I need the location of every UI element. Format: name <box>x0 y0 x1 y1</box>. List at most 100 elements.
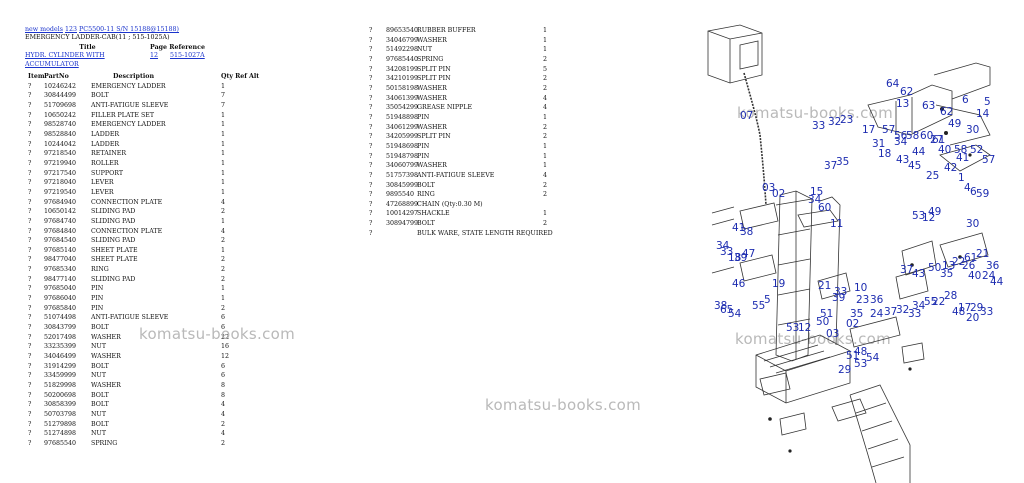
table-header-row: Item PartNo Description Qty Ref Alt <box>28 72 259 82</box>
callout-label: 65 <box>720 304 734 316</box>
cell-partno: 9895540 <box>386 191 415 199</box>
cell-partno: 97219540 <box>44 188 77 196</box>
cell-description: PIN <box>91 295 104 303</box>
cell-item: ? <box>28 101 32 109</box>
cell-description: PIN <box>417 113 430 121</box>
cell-qty: 1 <box>221 285 226 293</box>
callout-label: 22 <box>952 256 966 268</box>
cell-description: WASHER <box>91 333 121 341</box>
cell-qty: 2 <box>221 304 226 312</box>
breadcrumb-link-model[interactable]: PC5500-11 S/N 15188@15188) <box>79 26 180 33</box>
cell-partno: 97685140 <box>44 246 77 254</box>
callout-label: 40 <box>938 144 952 156</box>
ref-link-num[interactable]: 12 <box>150 52 159 60</box>
callout-label: 4 <box>964 182 971 194</box>
cell-partno: 50158198 <box>386 84 419 92</box>
callout-label: 61 <box>964 252 978 264</box>
cell-qty: 8 <box>221 391 226 399</box>
cell-qty: 1 <box>221 150 226 158</box>
cell-description: EMERGENCY LADDER <box>91 82 166 90</box>
callout-label: 5 <box>764 294 771 306</box>
callout-label: 31 <box>872 138 886 150</box>
cell-qty: 16 <box>221 343 230 351</box>
cell-item: ? <box>369 36 373 44</box>
cell-qty: 4 <box>221 410 226 418</box>
callout-label: 46 <box>732 278 746 290</box>
cell-item: ? <box>369 65 373 73</box>
cell-item: ? <box>28 159 32 167</box>
callout-label: 02 <box>772 188 786 200</box>
cell-qty: 1 <box>221 246 226 254</box>
cell-qty: 1 <box>221 121 226 129</box>
cell-partno: 34061299 <box>386 123 419 131</box>
cell-item: ? <box>28 382 32 389</box>
callout-label: 54 <box>866 352 880 364</box>
ref-link-title[interactable]: HYDR. CYLINDER WITH ACCUMULATOR <box>25 52 105 68</box>
cell-description: ANTI-FATIGUE SLEEVE <box>91 101 169 109</box>
cell-partno: 10246242 <box>44 82 77 90</box>
callout-label: 57 <box>982 154 996 166</box>
ref-col-page: Page Reference <box>150 44 205 51</box>
cell-description: RETAINER <box>91 150 127 158</box>
breadcrumb-link-123[interactable]: 123 <box>64 26 77 33</box>
cell-partno: 30843799 <box>44 324 77 332</box>
cell-description: NUT <box>91 410 107 418</box>
callout-label: 48 <box>854 346 868 358</box>
cell-partno: 47268899 <box>386 200 419 208</box>
cell-item: ? <box>369 162 373 170</box>
cell-partno: 51757398 <box>386 171 419 179</box>
callout-label: 58 <box>906 130 920 142</box>
callout-label: 38 <box>714 300 728 312</box>
cell-qty: 2 <box>543 84 548 92</box>
cell-description: ROLLER <box>91 159 119 167</box>
cell-item: ? <box>28 285 32 293</box>
callout-label: 37 <box>884 306 898 318</box>
cell-item: ? <box>369 142 373 150</box>
cell-description: EMERGENCY LADDER <box>91 121 166 129</box>
cell-qty: 1 <box>221 82 226 90</box>
callout-label: 33 <box>720 246 734 258</box>
callout-label: 03 <box>826 328 840 340</box>
cell-description: SPLIT PIN <box>417 75 451 83</box>
cell-description: CONNECTION PLATE <box>91 227 163 235</box>
cell-qty: 4 <box>221 401 226 409</box>
callout-label: 56 <box>894 130 908 142</box>
cell-item: ? <box>28 208 32 216</box>
callout-label: 12 <box>798 322 812 334</box>
cell-description: FILLER PLATE SET <box>91 111 155 119</box>
cell-qty: 2 <box>221 439 226 447</box>
callout-label: 6 <box>962 94 969 106</box>
callout-label: 30 <box>966 218 980 230</box>
cell-item: ? <box>369 84 373 92</box>
cell-item: ? <box>28 198 32 206</box>
cell-item: ? <box>28 430 32 438</box>
callout-label: 60 <box>818 202 832 214</box>
callout-label: 53 <box>786 322 800 334</box>
cell-item: ? <box>369 181 373 189</box>
cell-item: ? <box>28 314 32 322</box>
ref-link-page[interactable]: 515-1027A <box>170 52 205 60</box>
cell-description: SPRING <box>417 55 444 63</box>
ref-col-title: Title <box>79 44 96 51</box>
breadcrumb-link-new-models[interactable]: new models <box>25 26 63 33</box>
callout-label: 47 <box>742 248 756 260</box>
